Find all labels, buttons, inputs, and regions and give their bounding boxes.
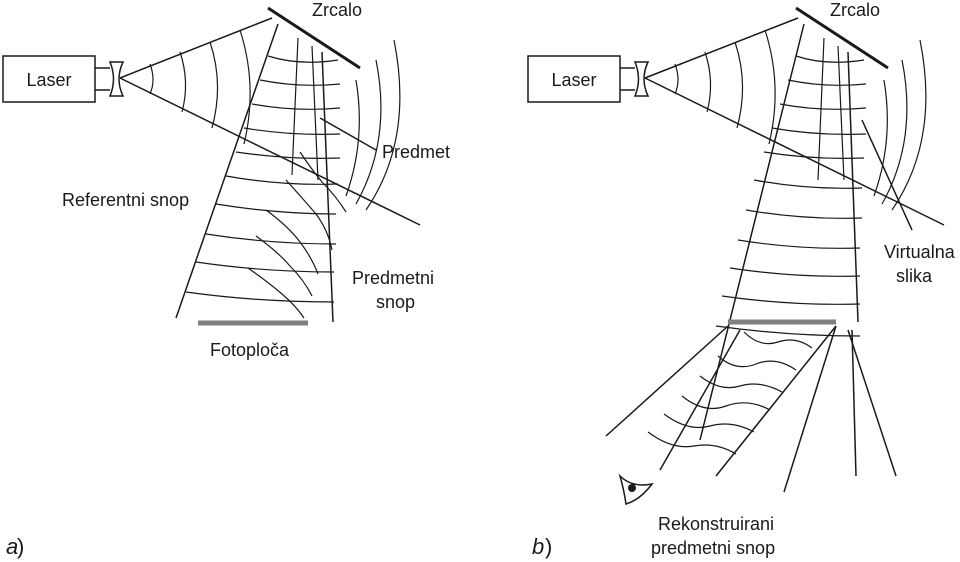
recon-right-b	[715, 325, 837, 477]
wavefronts-outer-a	[345, 39, 401, 211]
mirror-b	[795, 6, 889, 70]
diverge-3-b	[783, 325, 837, 493]
reference-beam-label-a: Referentni snop	[62, 190, 189, 210]
wavefronts-cone-b	[674, 29, 776, 145]
diverge-1-b	[847, 329, 897, 477]
object-label-a: Predmet	[382, 142, 450, 162]
cone-top-b	[644, 17, 799, 79]
cone-top-a	[119, 17, 273, 79]
laser-label-a: Laser	[26, 70, 71, 90]
reconstructed-waves-b	[647, 331, 813, 455]
recon-center-b	[659, 329, 741, 471]
diverge-2-b	[851, 329, 857, 477]
lens-b	[633, 61, 650, 97]
photoplate-label-a: Fotoploča	[210, 340, 290, 360]
wavefronts-reference-b	[715, 55, 867, 337]
laser-box-b	[527, 55, 621, 103]
panel-a: Laser	[2, 0, 450, 559]
cone-bottom-b	[644, 77, 945, 226]
object-beam-waves-a	[247, 151, 347, 319]
object-beam-label-a-1: Predmetni	[352, 268, 434, 288]
ref-beam-left-b	[699, 23, 805, 441]
panel-a-paren: )	[17, 534, 24, 559]
virtual-image-pointer-b	[861, 119, 913, 231]
virtual-image-label-b-2: slika	[896, 266, 933, 286]
mirror-label-b: Zrcalo	[830, 0, 880, 20]
virtual-image-label-b-1: Virtualna	[884, 242, 956, 262]
laser-label-b: Laser	[551, 70, 596, 90]
wavefronts-cone-a	[149, 29, 251, 145]
panel-b-paren: )	[545, 534, 552, 559]
cone-bottom-a	[119, 77, 421, 226]
reconstructed-label-b-2: predmetni snop	[651, 538, 775, 558]
object-pointer-a	[319, 117, 377, 151]
wavefronts-reference-a	[185, 55, 341, 303]
ref-beam-left-a	[175, 23, 279, 319]
panel-b: Laser	[527, 0, 956, 559]
ref-beam-right-b	[847, 51, 859, 323]
wavefronts-outer-b	[873, 39, 927, 211]
laser-nozzle-b	[620, 67, 635, 91]
panel-b-id: b	[532, 534, 544, 559]
lens-a	[108, 61, 125, 97]
mirror-label-a: Zrcalo	[312, 0, 362, 20]
panel-a-id: a	[6, 534, 18, 559]
ref-inner-2-a	[311, 45, 319, 181]
recon-left-b	[605, 325, 729, 437]
ref-inner-2-b	[837, 45, 845, 181]
laser-nozzle-a	[95, 67, 110, 91]
object-beam-label-a-2: snop	[376, 292, 415, 312]
reconstructed-label-b-1: Rekonstruirani	[658, 514, 774, 534]
laser-box-a	[2, 55, 96, 103]
ref-inner-1-a	[291, 37, 299, 176]
eye-icon	[618, 473, 654, 505]
mirror-a	[267, 6, 361, 70]
